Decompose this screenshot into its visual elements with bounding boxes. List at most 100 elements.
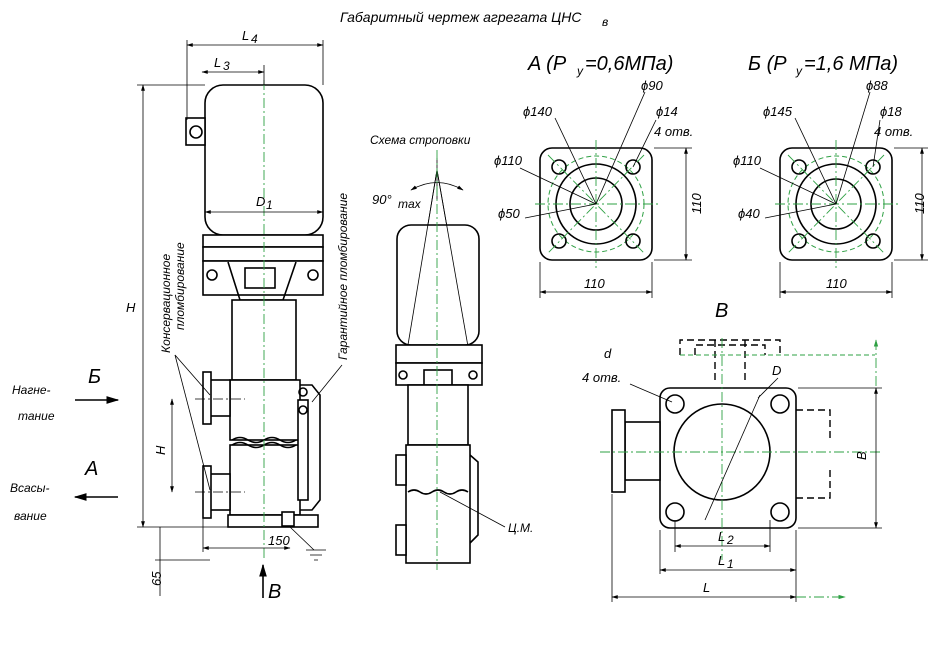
sling-rope-right-front <box>436 169 474 376</box>
view-b-hole <box>770 394 790 414</box>
flange-a-h: 110 <box>689 193 704 214</box>
discharge-nozzle <box>209 379 231 417</box>
coupling-window <box>244 267 276 289</box>
dim-l4-sub: 4 <box>251 32 258 46</box>
bypass-pipe <box>300 384 321 511</box>
leader <box>835 91 871 205</box>
bracket <box>202 260 324 296</box>
flange-a-title-end: =0,6МПа) <box>585 53 673 75</box>
sling-rope-left-front <box>402 169 438 376</box>
view-b-hidden-pipe <box>796 409 831 499</box>
flange-a-holes: 4 отв. <box>654 124 693 139</box>
warranty-label: Гарантийное пломбирование <box>336 193 350 360</box>
view-b-hole <box>770 502 790 522</box>
leader <box>629 383 673 403</box>
view-b-hole <box>665 394 685 414</box>
sling-bolt-right <box>468 370 478 380</box>
discharge-flange <box>202 371 212 425</box>
leader <box>554 117 597 205</box>
title-text: Габаритный чертеж агрегата ЦНС <box>340 9 582 25</box>
dim-h-label: H <box>126 300 136 315</box>
view-b-L2-sub: 2 <box>726 533 734 547</box>
view-b-plan: B d 4 отв. D B L 2 <box>582 300 882 602</box>
flange-b-h: 110 <box>912 193 927 214</box>
view-b-L2: L <box>718 529 725 544</box>
leader <box>519 167 597 205</box>
flange-a-w: 110 <box>584 276 605 291</box>
dim-h1-label: H <box>153 445 168 455</box>
sling-lower-body <box>405 444 471 564</box>
leader <box>759 167 837 205</box>
flange-b-title: Б (P <box>748 53 787 75</box>
conservation-label-1: Консервационное <box>159 254 173 353</box>
view-b-L1: L <box>718 553 725 568</box>
pipe-bar <box>297 399 309 501</box>
view-b-nozzle-flange <box>611 409 626 493</box>
flange-a-hole <box>551 233 567 249</box>
sling-scheme-view: Схема строповки 90° max Ц.М. <box>370 133 533 570</box>
view-b-L: L <box>703 580 710 595</box>
view-b-D: D <box>772 363 781 378</box>
terminal-box <box>185 117 206 146</box>
flange-a-hole <box>625 159 641 175</box>
sling-break <box>407 489 469 495</box>
pump-stage-upper <box>229 379 301 441</box>
leader <box>174 354 211 396</box>
dim-150-label: 150 <box>268 533 290 548</box>
pump-base <box>227 514 319 528</box>
view-b-B: B <box>854 451 869 460</box>
main-elevation-view: L 4 L 3 D 1 H H 150 65 B Консервационное… <box>10 28 350 603</box>
sling-bolt-left <box>398 370 408 380</box>
flange-a-d14: ϕ14 <box>656 104 678 119</box>
view-b-d-line <box>704 394 761 521</box>
dim-d1-label: D <box>256 194 265 209</box>
flange-b-hole <box>865 233 881 249</box>
flange-b-hole <box>791 159 807 175</box>
flange-a-title: A (P <box>527 53 567 75</box>
flange-a-d140: ϕ140 <box>523 104 553 119</box>
ground-symbol <box>289 526 326 561</box>
seal-2 <box>298 405 308 415</box>
leader <box>794 117 837 205</box>
terminal-gland <box>189 125 203 139</box>
leader <box>757 377 779 399</box>
sling-motor <box>396 224 480 346</box>
pump-stage-lower <box>229 444 301 516</box>
motor-flange <box>202 234 324 248</box>
discharge-letter: Б <box>88 366 101 388</box>
flange-b-d18: ϕ18 <box>880 104 902 119</box>
cm-label: Ц.М. <box>508 521 533 535</box>
sling-flange <box>395 344 483 364</box>
discharge-label-2: тание <box>18 409 55 423</box>
dim-65-label: 65 <box>149 571 164 586</box>
suction-label-2: вание <box>14 509 47 523</box>
flange-a-d50: ϕ50 <box>498 206 520 221</box>
title-subscript: в <box>602 15 608 29</box>
dim-l3-sub: 3 <box>223 59 230 73</box>
flange-a-d110: ϕ110 <box>494 153 523 168</box>
flange-b-d40: ϕ40 <box>738 206 760 221</box>
flange-a-hole <box>625 233 641 249</box>
sling-upper-body <box>407 384 469 446</box>
conservation-label-2: пломбирование <box>173 242 187 330</box>
flange-a-title-sub: у <box>576 64 584 78</box>
leader <box>632 119 657 168</box>
flange-a-view: A (P у =0,6МПа) ϕ140 ϕ90 ϕ14 4 отв. ϕ110… <box>494 53 704 298</box>
dim-l3-label: L <box>214 55 221 70</box>
discharge-label-1: Нагне- <box>12 383 51 397</box>
leader <box>872 119 881 168</box>
drawing-title: Габаритный чертеж агрегата ЦНС в <box>340 9 608 29</box>
flange-a-hole <box>551 159 567 175</box>
dim-d1-sub: 1 <box>266 198 273 212</box>
flange-b-d145: ϕ145 <box>763 104 793 119</box>
flange-b-title-sub: у <box>795 64 803 78</box>
leader <box>764 203 837 219</box>
flange-b-hole <box>791 233 807 249</box>
bracket-bolt-right <box>307 269 319 281</box>
motor-flange-lower <box>202 246 324 262</box>
flange-b-title-end: =1,6 МПа) <box>804 53 898 75</box>
leader <box>174 354 211 491</box>
sling-nozzle-upper <box>395 454 407 486</box>
flange-b-d110: ϕ110 <box>733 153 762 168</box>
